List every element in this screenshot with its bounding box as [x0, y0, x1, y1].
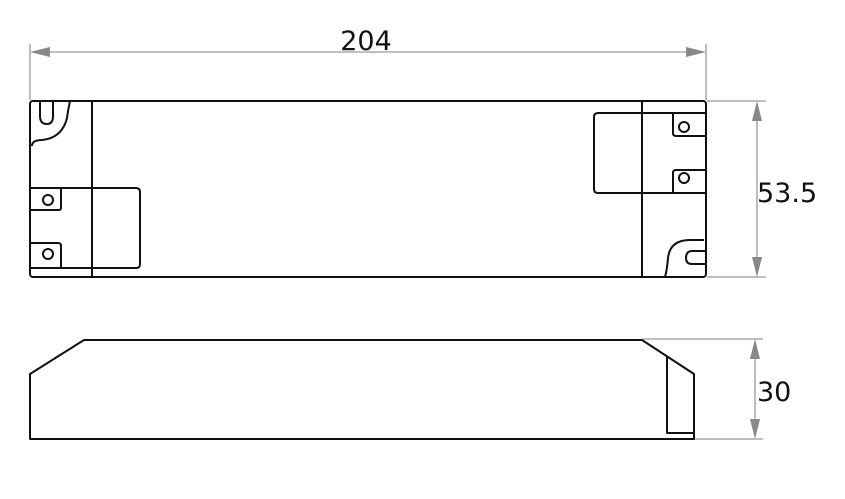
- arrow-icon: [750, 339, 760, 359]
- width-label: 53.5: [757, 178, 817, 209]
- dimension-width: 53.5: [707, 100, 817, 278]
- cap-contour-right: [664, 239, 704, 278]
- dimension-length: 204: [29, 26, 707, 100]
- dimension-height: 30: [642, 338, 791, 440]
- arrow-icon: [752, 101, 762, 121]
- length-label: 204: [340, 26, 392, 57]
- arrow-icon: [750, 419, 760, 439]
- housing-outline-side: [29, 339, 695, 440]
- screw-icon: [42, 194, 54, 206]
- height-label: 30: [757, 377, 791, 408]
- mounting-slot-left: [39, 101, 54, 125]
- arrow-icon: [752, 257, 762, 277]
- arrow-icon: [30, 47, 50, 57]
- side-view: [29, 339, 695, 440]
- cap-contour-left: [31, 100, 71, 147]
- screw-icon: [678, 121, 690, 133]
- terminal-housing-left: [30, 187, 141, 269]
- screw-icon: [42, 248, 54, 260]
- terminal-2-left: [30, 242, 62, 268]
- terminal-housing-right: [593, 112, 706, 194]
- screw-icon: [678, 172, 690, 184]
- terminal-2-right: [672, 169, 706, 193]
- arrow-icon: [686, 47, 706, 57]
- mounting-slot-right: [685, 250, 706, 265]
- terminal-1-left: [30, 188, 62, 211]
- end-cap-side: [666, 357, 694, 434]
- terminal-1-right: [672, 113, 706, 137]
- top-view: [29, 100, 707, 278]
